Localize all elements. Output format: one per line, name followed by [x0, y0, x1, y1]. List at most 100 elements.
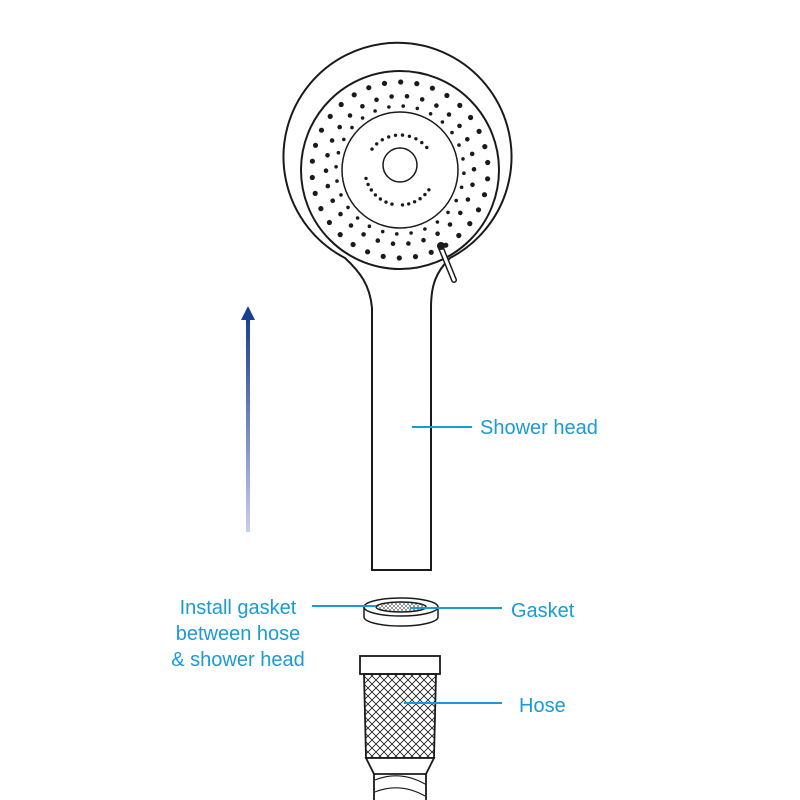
nozzle-dot — [380, 138, 384, 142]
nozzle-dot — [446, 210, 450, 215]
nozzle-dot — [470, 182, 475, 187]
nozzle-dot — [447, 222, 453, 227]
nozzle-dot — [400, 203, 405, 207]
nozzle-dot — [419, 97, 425, 102]
nozzle-dot — [350, 125, 354, 130]
nozzle-dot — [318, 206, 324, 212]
nozzle-dot — [457, 143, 461, 147]
nozzle-dot — [337, 232, 343, 238]
nozzle-dot — [469, 151, 475, 157]
nozzle-dot — [350, 241, 356, 248]
nozzle-dot — [421, 237, 426, 243]
nozzle-dot — [378, 197, 383, 201]
nozzle-dot — [427, 188, 431, 192]
nozzle-dot — [355, 216, 360, 220]
nozzle-dot — [351, 92, 357, 98]
nozzle-dot — [325, 153, 330, 158]
nozzle-dot — [323, 168, 329, 173]
install-line-3: & shower head — [171, 649, 305, 671]
label-install-instruction: Install gasket between hose & shower hea… — [158, 595, 318, 673]
nozzle-dot — [461, 157, 465, 161]
nozzle-dot — [465, 197, 471, 202]
nozzle-dot — [401, 104, 406, 108]
nozzle-dot — [481, 192, 488, 198]
center-nozzle — [382, 147, 418, 183]
nozzle-dot — [443, 242, 449, 248]
nozzle-dot — [366, 182, 370, 187]
nozzle-dot — [459, 185, 464, 190]
install-line-1: Install gasket — [179, 597, 297, 619]
nozzle-dot — [346, 205, 350, 210]
nozzle-dot — [434, 103, 439, 108]
nozzle-dot — [325, 183, 331, 189]
nozzle-dot — [412, 200, 417, 204]
nozzle-dot — [364, 176, 368, 181]
nozzle-dot — [404, 94, 410, 99]
nozzle-dot — [347, 113, 353, 118]
nozzle-dot — [336, 150, 341, 155]
nozzle-dot — [407, 202, 411, 206]
nozzle-dot — [467, 221, 473, 227]
nozzle-dot — [429, 85, 435, 91]
nozzle-dot — [450, 130, 454, 135]
nozzle-dot — [465, 137, 470, 142]
nozzle-dot — [423, 227, 427, 231]
nozzle-dot — [360, 116, 365, 120]
nozzle-dot — [457, 102, 463, 108]
nozzle-dot — [475, 207, 482, 213]
nozzle-dot — [327, 113, 333, 119]
nozzle-dot — [373, 193, 378, 197]
nozzle-dot — [420, 140, 424, 145]
nozzle-dot — [423, 192, 427, 197]
nozzle-dot — [415, 106, 420, 111]
nozzle-dot — [384, 200, 388, 204]
nozzle-dot — [348, 223, 354, 228]
nozzle-dot — [471, 167, 477, 172]
shower-head-illustration — [282, 41, 513, 571]
nozzle-dot — [485, 159, 491, 166]
nozzle-dot — [390, 202, 394, 206]
nozzle-dot — [365, 249, 371, 255]
nozzle-dot — [414, 81, 420, 87]
hose-illustration — [359, 655, 441, 800]
nozzle-dot — [387, 105, 391, 109]
nozzle-dot — [334, 165, 338, 169]
nozzle-dot — [369, 188, 373, 192]
nozzle-dot — [309, 174, 315, 181]
nozzle-dot — [373, 109, 377, 113]
nozzle-dot — [381, 80, 388, 86]
nozzle-dot — [338, 101, 344, 108]
nozzle-dot — [370, 147, 374, 151]
nozzle-dot — [360, 104, 365, 109]
nozzle-dot — [462, 171, 466, 175]
nozzle-dot — [390, 241, 396, 246]
nozzle-dot — [468, 114, 474, 121]
nozzle-dot — [367, 224, 372, 228]
label-hose: Hose — [519, 695, 566, 717]
nozzle-dot — [454, 198, 459, 203]
nozzle-dot — [312, 190, 318, 196]
nozzle-dot — [309, 158, 315, 164]
nozzle-dot — [393, 133, 398, 137]
label-gasket: Gasket — [511, 600, 575, 622]
spray-nozzles — [309, 79, 491, 261]
nozzle-dot — [396, 255, 402, 261]
arrow-up-icon — [241, 306, 255, 532]
nozzle-dot — [428, 112, 433, 116]
nozzle-dot — [476, 128, 482, 134]
gasket-illustration — [363, 597, 439, 627]
nozzle-dot — [446, 112, 452, 117]
nozzle-dot — [337, 124, 343, 130]
nozzle-dot — [366, 85, 372, 91]
nozzle-dot — [400, 133, 405, 137]
nozzle-dot — [361, 232, 366, 237]
nozzle-dot — [335, 179, 339, 183]
nozzle-dot — [312, 142, 319, 148]
nozzle-dot — [389, 94, 394, 99]
label-shower-head: Shower head — [480, 417, 598, 439]
nozzle-dot — [380, 229, 385, 234]
nozzle-dot — [428, 249, 434, 255]
nozzle-dot — [395, 232, 399, 236]
nozzle-dot — [380, 253, 386, 259]
nozzle-dot — [457, 123, 462, 129]
